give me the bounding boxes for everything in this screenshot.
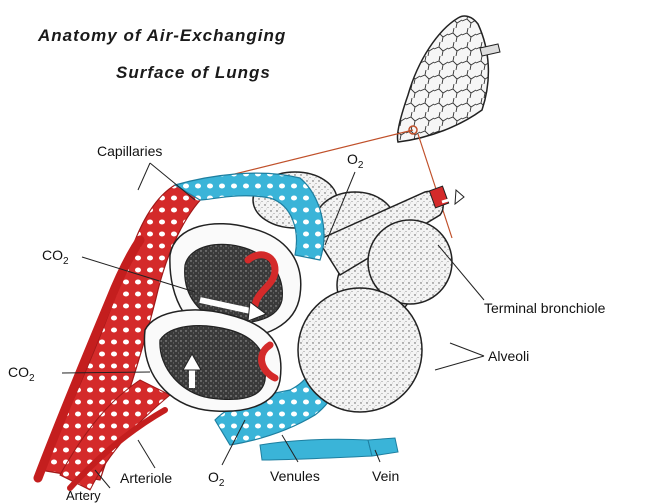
label-vein: Vein <box>372 468 399 484</box>
label-co2-upper: CO2 <box>42 247 69 266</box>
label-artery: Artery <box>66 488 101 504</box>
label-venules: Venules <box>270 468 320 484</box>
title-line-2: Surface of Lungs <box>116 63 271 83</box>
title-line-1: Anatomy of Air-Exchanging <box>38 26 286 46</box>
lung-overview <box>397 16 500 142</box>
label-o2-top: O2 <box>347 151 363 170</box>
label-o2-bottom: O2 <box>208 469 224 488</box>
label-alveoli: Alveoli <box>488 348 529 364</box>
label-co2-lower: CO2 <box>8 364 35 383</box>
label-capillaries: Capillaries <box>97 143 162 159</box>
label-terminal-bronchiole: Terminal bronchiole <box>484 300 605 316</box>
label-arteriole: Arteriole <box>120 470 172 486</box>
